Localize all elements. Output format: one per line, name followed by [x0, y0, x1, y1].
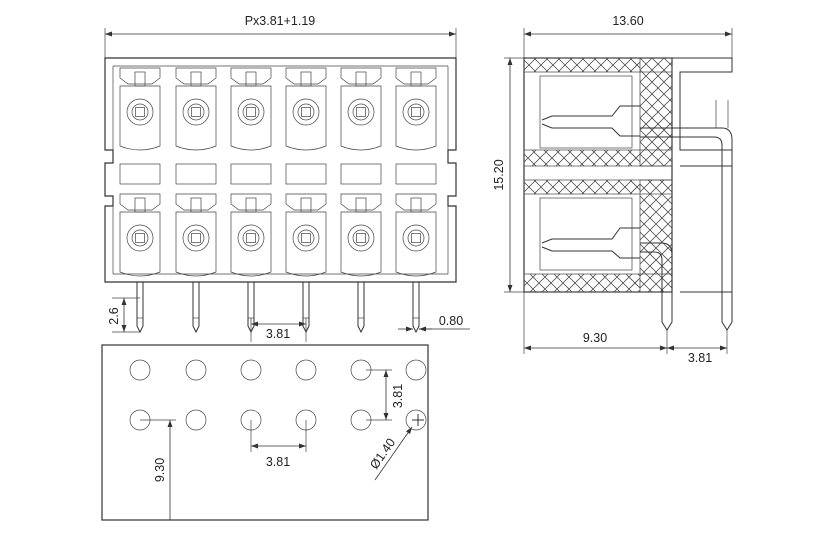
- hole-top-2: [185, 359, 207, 381]
- hole-bottom-2: [185, 409, 207, 431]
- pcb-layout-view: 3.81 3.81 9.30 Ø1.40: [101, 344, 429, 521]
- pin-width-label: 0.80: [439, 314, 463, 328]
- pcb-outline: [101, 344, 429, 521]
- upper-terminal-3: [230, 67, 272, 151]
- screw-slot: [191, 107, 201, 117]
- pin-6: [412, 282, 420, 334]
- screw-slot: [135, 233, 145, 243]
- side-width-label: 13.60: [612, 14, 643, 28]
- pin-pitch-label: 3.81: [266, 327, 290, 341]
- screw-head: [297, 103, 315, 121]
- hole-bottom-6: [405, 409, 427, 431]
- screw-slot: [191, 233, 201, 243]
- lower-terminal-3: [230, 193, 272, 277]
- slot-window-4: [285, 163, 327, 185]
- slot-window-5: [340, 163, 382, 185]
- pin-1: [136, 282, 144, 334]
- screw-outer: [237, 224, 265, 252]
- screw-outer: [237, 98, 265, 126]
- pcb-vertical-pitch-label: 3.81: [391, 384, 405, 408]
- width-dimension-label: Px3.81+1.19: [245, 14, 316, 28]
- upper-terminal-6: [395, 67, 437, 151]
- screw-slot: [411, 107, 421, 117]
- screw-slot: [356, 107, 366, 117]
- screw-slot: [246, 107, 256, 117]
- screw-outer: [182, 224, 210, 252]
- screw-outer: [402, 224, 430, 252]
- screw-slot: [246, 233, 256, 243]
- side-height-label: 15.20: [492, 159, 506, 190]
- pcb-horizontal-pitch-label: 3.81: [266, 455, 290, 469]
- lower-terminal-6: [395, 193, 437, 277]
- front-pins: [136, 282, 420, 334]
- pcb-row-spacing-label: 9.30: [153, 458, 167, 482]
- screw-head: [131, 229, 149, 247]
- screw-outer: [402, 98, 430, 126]
- upper-terminal-1: [119, 67, 161, 151]
- screw-slot: [356, 233, 366, 243]
- pin-5: [357, 282, 365, 334]
- screw-head: [187, 103, 205, 121]
- screw-head: [297, 229, 315, 247]
- screw-outer: [347, 224, 375, 252]
- front-view: Px3.81+1.19 2.6 3.81 0.80: [104, 14, 470, 342]
- hole-top-6: [405, 359, 427, 381]
- side-view: 13.60 15.20: [492, 14, 733, 365]
- screw-outer: [347, 98, 375, 126]
- slot-window-2: [175, 163, 217, 185]
- row-offset-label: 9.30: [583, 331, 607, 345]
- slot-window-1: [119, 163, 161, 185]
- pin-2: [192, 282, 200, 334]
- upper-terminal-2: [175, 67, 217, 151]
- screw-slot: [301, 107, 311, 117]
- hole-top-1: [129, 359, 151, 381]
- screw-head: [407, 229, 425, 247]
- hole-top-4: [295, 359, 317, 381]
- screw-head: [407, 103, 425, 121]
- row-pitch-label: 3.81: [688, 351, 712, 365]
- lower-terminal-1: [119, 193, 161, 277]
- slot-window-6: [395, 163, 437, 185]
- screw-head: [131, 103, 149, 121]
- screw-head: [242, 103, 260, 121]
- lower-terminal-row: [119, 193, 437, 277]
- side-housing: [523, 57, 673, 293]
- screw-slot: [301, 233, 311, 243]
- screw-outer: [292, 98, 320, 126]
- screw-outer: [126, 224, 154, 252]
- slot-window-3: [230, 163, 272, 185]
- upper-terminal-row: [119, 67, 437, 151]
- screw-head: [187, 229, 205, 247]
- screw-slot: [411, 233, 421, 243]
- screw-outer: [126, 98, 154, 126]
- upper-terminal-5: [340, 67, 382, 151]
- screw-head: [352, 229, 370, 247]
- screw-outer: [292, 224, 320, 252]
- hole-top-3: [240, 359, 262, 381]
- lower-terminal-2: [175, 193, 217, 277]
- screw-head: [352, 103, 370, 121]
- screw-head: [242, 229, 260, 247]
- lower-terminal-4: [285, 193, 327, 277]
- screw-slot: [135, 107, 145, 117]
- upper-terminal-4: [285, 67, 327, 151]
- connector-housing-front: [104, 57, 457, 283]
- wire-slot-windows: [119, 163, 437, 185]
- screw-outer: [182, 98, 210, 126]
- lower-terminal-5: [340, 193, 382, 277]
- pin-length-label: 2.6: [107, 307, 121, 324]
